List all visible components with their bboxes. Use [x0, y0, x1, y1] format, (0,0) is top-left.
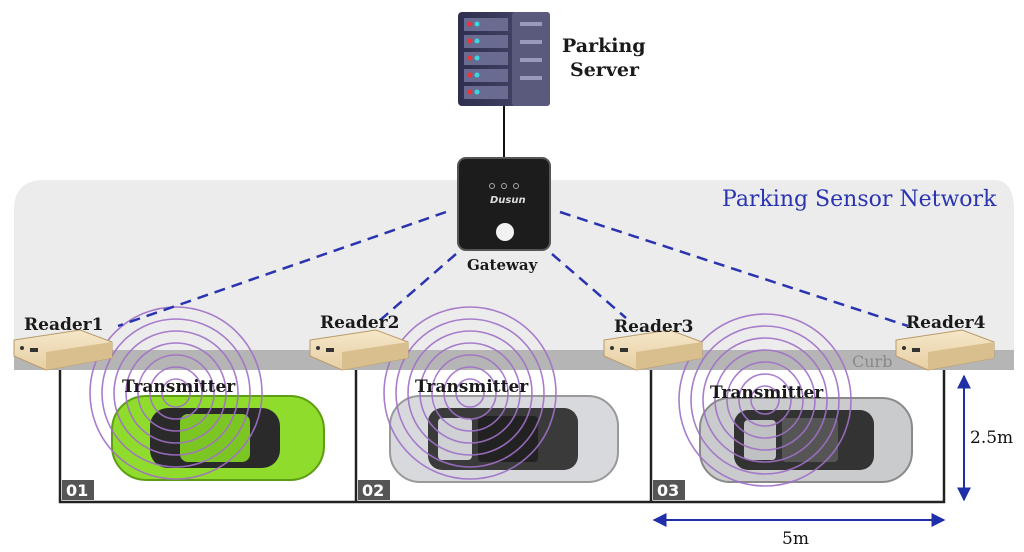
reader4-label: Reader4 — [906, 313, 986, 333]
signal-waves-02 — [383, 306, 557, 480]
transmitter-label-03: Transmitter — [710, 383, 824, 403]
server-label-line1: Parking — [562, 35, 646, 57]
reader1-device-icon — [13, 329, 113, 371]
spot-badge-01: 01 — [62, 480, 94, 500]
signal-waves-01 — [89, 306, 263, 480]
svg-text:03: 03 — [657, 481, 679, 500]
spot-badge-02: 02 — [358, 480, 390, 500]
reader2-device-icon — [309, 329, 409, 371]
svg-text:01: 01 — [66, 481, 88, 500]
reader1-label: Reader1 — [24, 315, 103, 335]
gateway-label: Gateway — [467, 256, 539, 274]
car-03 — [699, 397, 913, 483]
reader3-label: Reader3 — [614, 317, 693, 337]
spot-badge-03: 03 — [653, 480, 685, 500]
parking-lines — [58, 370, 946, 504]
curb — [14, 350, 1014, 370]
transmitter-label-02: Transmitter — [415, 377, 529, 397]
signal-waves-03 — [678, 313, 852, 487]
svg-text:02: 02 — [362, 481, 384, 500]
network-area — [14, 180, 1014, 360]
reader2-label: Reader2 — [320, 313, 399, 333]
gateway-brand: Dusun — [490, 195, 526, 206]
gateway-device-icon: Dusun — [457, 157, 551, 251]
server-label-line2: Server — [570, 59, 640, 81]
curb-label: Curb — [852, 352, 892, 371]
width-dimension-label: 5m — [782, 529, 809, 549]
network-title: Parking Sensor Network — [722, 187, 997, 212]
depth-dimension-label: 2.5m — [970, 428, 1013, 448]
transmitter-label-01: Transmitter — [122, 377, 236, 397]
reader4-device-icon — [895, 329, 995, 371]
parking-server-icon — [458, 12, 550, 106]
reader3-device-icon — [603, 329, 703, 371]
wireless-links — [117, 210, 909, 328]
